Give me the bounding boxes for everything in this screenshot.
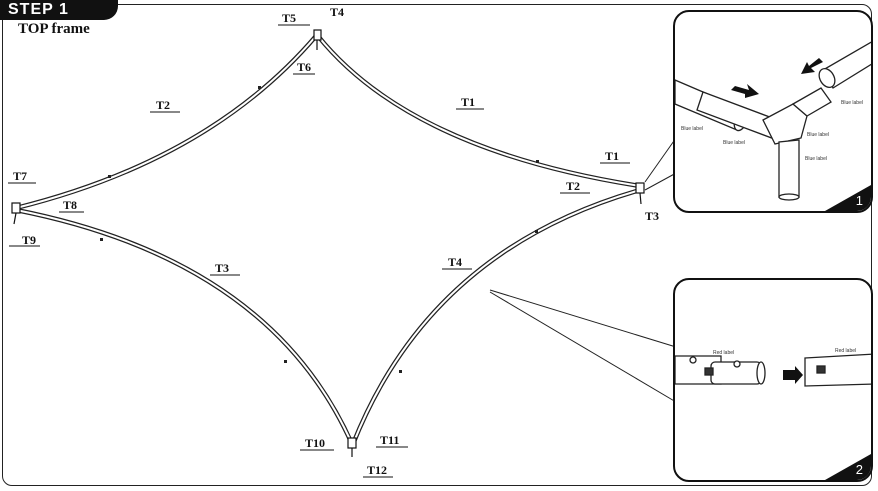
- inset-detail-1: Blue label Blue label Blue label Blue la…: [673, 10, 873, 213]
- inset-1-label-e: Blue label: [841, 100, 863, 106]
- tube-joints: [100, 86, 539, 373]
- inset-1-labels: Blue label Blue label Blue label Blue la…: [681, 100, 863, 162]
- label-t3-bottom: T3: [215, 261, 229, 275]
- label-t1-top: T1: [461, 95, 475, 109]
- inset-1-label-b: Blue label: [723, 140, 745, 146]
- connector-left: [11, 202, 21, 214]
- connector-top: [313, 29, 322, 41]
- label-t5: T5: [282, 11, 296, 25]
- tube-labels: T1 T2 T3 T4 T5 T4 T6 T7 T8 T9 T1 T2 T3 T…: [13, 5, 659, 477]
- step-badge: STEP 1: [0, 0, 118, 20]
- label-t4-bottom: T4: [448, 255, 462, 269]
- label-t9: T9: [22, 233, 36, 247]
- inset-1-label-c: Blue label: [807, 132, 829, 138]
- inset-2-drawing: Red label Red label: [675, 348, 871, 387]
- inset-1-drawing: Blue label Blue label Blue label Blue la…: [675, 41, 871, 201]
- inset-1-number-badge: 1: [825, 185, 871, 211]
- label-t1-right: T1: [605, 149, 619, 163]
- corner-connectors: [11, 29, 645, 457]
- label-t6: T6: [297, 60, 311, 74]
- inset-detail-2: Red label Red label 2: [673, 278, 873, 482]
- callout-lines-2: [489, 289, 677, 403]
- label-t7: T7: [13, 169, 27, 183]
- label-t2-top: T2: [156, 98, 170, 112]
- inset-2-number-badge: 2: [825, 454, 871, 480]
- inset-1-label-a: Blue label: [681, 126, 703, 132]
- label-t12: T12: [367, 463, 387, 477]
- page-title: TOP frame: [18, 21, 90, 37]
- label-t8: T8: [63, 198, 77, 212]
- callout-lines-1: [644, 137, 679, 191]
- connector-bottom: [347, 437, 357, 449]
- inset-1-number: 1: [855, 193, 863, 208]
- connector-right: [635, 182, 645, 194]
- frame-tubes: [13, 33, 643, 447]
- label-leaders: [8, 24, 630, 478]
- label-t11: T11: [380, 433, 399, 447]
- inset-2-number: 2: [855, 462, 863, 477]
- label-t10: T10: [305, 436, 325, 450]
- inset-1-label-d: Blue label: [805, 156, 827, 162]
- diagram-border: [2, 4, 872, 486]
- inset-2-label-a: Red label: [713, 350, 734, 356]
- inset-2-label-b: Red label: [835, 348, 856, 354]
- label-t2-right: T2: [566, 179, 580, 193]
- inset-2-labels: Red label Red label: [713, 348, 856, 356]
- label-t4-top: T4: [330, 5, 344, 19]
- label-t3-right: T3: [645, 209, 659, 223]
